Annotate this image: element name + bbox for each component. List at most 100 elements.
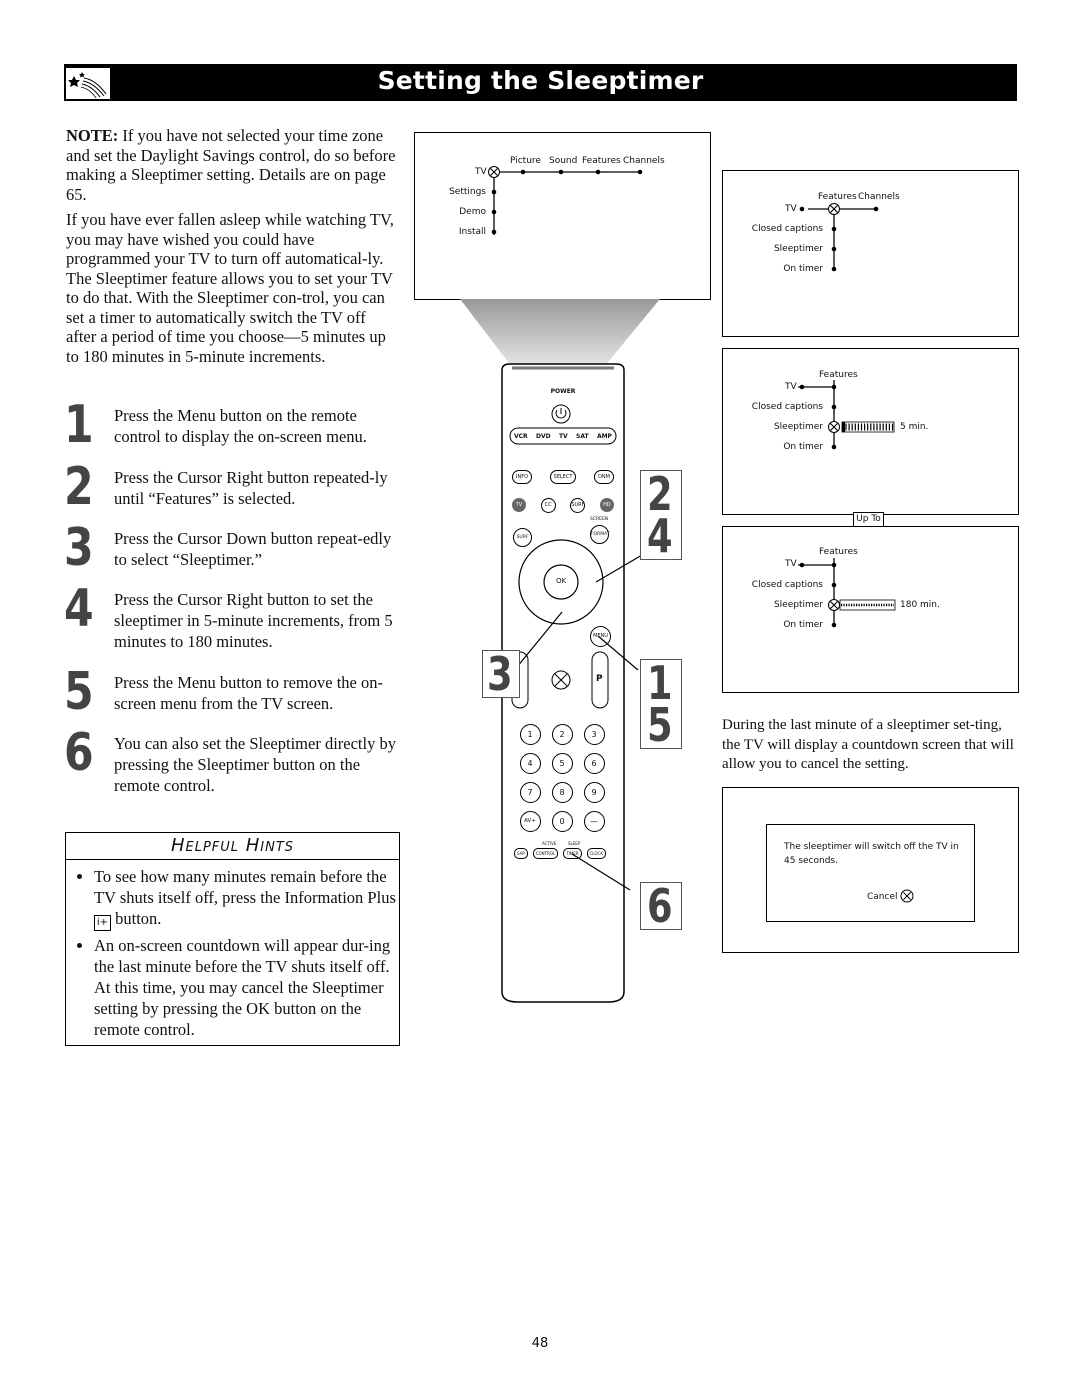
- menu-tab-sound: Sound: [549, 156, 578, 166]
- callout-2-4: 2 4: [640, 467, 682, 563]
- hint-text-end: button.: [111, 909, 162, 928]
- ok-button[interactable]: OK: [555, 577, 567, 585]
- callout-number: 4: [647, 509, 673, 563]
- menu-item-on-timer: On timer: [783, 620, 823, 630]
- up-to-label: Up To: [853, 512, 884, 527]
- callout-number: 1: [647, 656, 673, 710]
- menu-item-sleeptimer: Sleeptimer: [773, 422, 823, 432]
- sap-button[interactable]: SAP: [514, 848, 528, 859]
- step-text: Press the Cursor Right button repeated-l…: [114, 468, 388, 508]
- format-button[interactable]: FORMAT: [590, 525, 610, 544]
- menu-item-closed-captions: Closed captions: [751, 580, 823, 590]
- menu-item-install: Install: [458, 227, 486, 237]
- menu-item-settings: Settings: [449, 187, 486, 197]
- callout-number: 3: [487, 647, 513, 701]
- menu-header-features: Features: [819, 370, 858, 380]
- menu-tab-picture: Picture: [510, 156, 541, 166]
- menu-tv-label: TV: [475, 167, 487, 177]
- menu-button[interactable]: MENU: [590, 626, 611, 647]
- cc-button[interactable]: CC: [540, 498, 556, 513]
- tv-screen-main-menu: Picture Sound Features Channels TV Setti…: [414, 132, 711, 300]
- step-number: 5: [64, 662, 94, 722]
- note-label: NOTE:: [66, 126, 119, 145]
- slider-fill: [842, 422, 845, 432]
- menu-tab-features: Features: [818, 192, 857, 202]
- info-button[interactable]: INFO: [512, 470, 533, 484]
- digit-button[interactable]: 5: [551, 753, 573, 774]
- remote-row-tv: TV CC SURF HD: [512, 498, 614, 513]
- menu-header-features: Features: [819, 547, 858, 557]
- callout-6: 6: [640, 879, 682, 933]
- source-selector[interactable]: VCR DVD TV SAT AMP: [514, 433, 612, 440]
- hint-item: An on-screen countdown will appear dur-i…: [94, 935, 399, 1040]
- menu-item-closed-captions: Closed captions: [751, 402, 823, 412]
- control-button[interactable]: CONTROL: [532, 848, 559, 859]
- step-number: 6: [64, 723, 94, 783]
- menu-tab-channels: Channels: [623, 156, 665, 166]
- shooting-stars-icon: [65, 67, 111, 100]
- source-vcr[interactable]: VCR: [514, 433, 528, 440]
- step-text: Press the Menu button to remove the on-s…: [114, 673, 383, 713]
- tv-screen-features-menu: Features Channels TV Closed captions Sle…: [722, 170, 1019, 337]
- info-plus-icon: i+: [94, 915, 111, 931]
- menu-item-closed-captions: Closed captions: [751, 224, 823, 234]
- sleep-label: SLEEP: [568, 841, 581, 846]
- menu-item-on-timer: On timer: [783, 264, 823, 274]
- callout-number: 6: [647, 879, 673, 933]
- step-number: 2: [64, 457, 94, 517]
- number-keypad: 1 2 3 4 5 6 7 8 9 AV+ 0 —: [514, 724, 610, 832]
- power-button[interactable]: [552, 404, 572, 424]
- menu-tv-label: TV: [785, 382, 797, 392]
- av-plus-button[interactable]: AV+: [519, 811, 541, 832]
- source-amp[interactable]: AMP: [596, 433, 612, 440]
- menu-item-sleeptimer: Sleeptimer: [773, 600, 823, 610]
- select-button[interactable]: SELECT: [549, 470, 577, 484]
- helpful-hints-title: Helpful Hints: [66, 833, 399, 860]
- digit-button[interactable]: 7: [519, 782, 541, 803]
- source-sat[interactable]: SAT: [576, 433, 589, 440]
- tv-button[interactable]: TV: [512, 498, 526, 512]
- helpful-hints-box: Helpful Hints To see how many minutes re…: [65, 832, 400, 1046]
- digit-button[interactable]: 2: [551, 724, 573, 745]
- surf-button[interactable]: SURF: [513, 528, 532, 547]
- callout-1-5: 1 5: [640, 656, 682, 752]
- intro-paragraph: If you have ever fallen asleep while wat…: [66, 210, 394, 366]
- hd-button[interactable]: HD: [599, 498, 614, 512]
- step-number: 1: [64, 395, 94, 455]
- tv-screen-countdown: The sleeptimer will switch off the TV in…: [722, 787, 1019, 953]
- dash-button[interactable]: —: [583, 811, 605, 832]
- menu-tab-features: Features: [582, 156, 621, 166]
- countdown-caption: During the last minute of a sleeptimer s…: [722, 717, 1014, 772]
- callout-3: 3: [482, 647, 520, 701]
- callout-number: 5: [647, 698, 673, 752]
- countdown-dialog: The sleeptimer will switch off the TV in…: [766, 824, 975, 922]
- step-number: 3: [64, 518, 94, 578]
- dnm-button[interactable]: DNM: [594, 470, 614, 484]
- digit-button[interactable]: 6: [583, 753, 605, 774]
- page-number: 48: [531, 1336, 549, 1351]
- cancel-label[interactable]: Cancel: [867, 892, 898, 902]
- menu-tab-channels: Channels: [858, 192, 900, 202]
- digit-button[interactable]: 9: [583, 782, 605, 803]
- digit-button[interactable]: 4: [519, 753, 541, 774]
- note-text: If you have not selected your time zone …: [66, 126, 396, 204]
- sleeptimer-button[interactable]: TIMER: [563, 848, 582, 859]
- cancel-ok-icon[interactable]: [900, 889, 914, 903]
- clock-button[interactable]: CLOCK: [586, 848, 606, 859]
- surf-small-button[interactable]: SURF: [570, 498, 586, 513]
- power-label: POWER: [550, 388, 576, 395]
- remote-row-info: INFO SELECT DNM: [512, 470, 614, 484]
- tv-screen-sleeptimer-180min: Features TV Closed captions Sleeptimer O…: [722, 526, 1019, 693]
- digit-button[interactable]: 1: [519, 724, 541, 745]
- callout-number: 2: [647, 467, 673, 521]
- remote-bottom-row: SAP CONTROL TIMER CLOCK: [514, 848, 606, 859]
- digit-button[interactable]: 3: [583, 724, 605, 745]
- sleeptimer-value: 180 min.: [900, 600, 940, 610]
- step-text: Press the Menu button on the remote cont…: [114, 406, 367, 446]
- source-dvd[interactable]: DVD: [536, 433, 551, 440]
- source-tv[interactable]: TV: [558, 433, 568, 440]
- page-header: Setting the Sleeptimer: [64, 64, 1017, 101]
- remote-control: POWER VCR DVD TV SAT AMP INFO SELECT DNM…: [498, 362, 628, 1004]
- digit-button[interactable]: 0: [551, 811, 573, 832]
- digit-button[interactable]: 8: [551, 782, 573, 803]
